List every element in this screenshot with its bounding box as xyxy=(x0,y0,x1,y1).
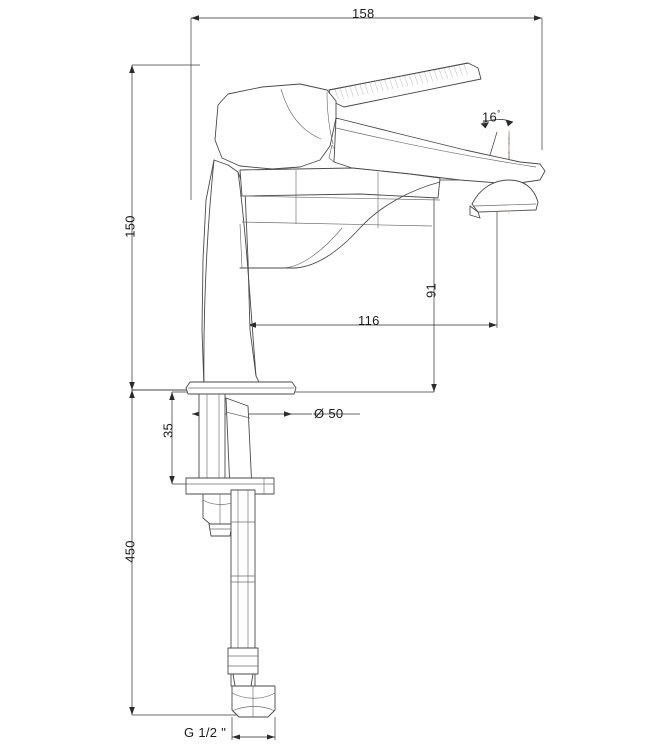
dimension-label-450: 450 xyxy=(122,540,138,563)
dimension-label-angle-16: 16° xyxy=(482,109,501,124)
faucet-body xyxy=(201,159,263,389)
washer-plate xyxy=(185,477,275,495)
dimension-label-116: 116 xyxy=(358,313,380,328)
dimension-label-150: 150 xyxy=(122,215,138,238)
angle-degree-symbol: ° xyxy=(497,109,501,118)
aerator xyxy=(469,179,539,219)
dimension-label-thread: G 1/2 " xyxy=(184,725,227,740)
body-front-panel xyxy=(239,167,441,269)
dimension-label-dia50: Ø 50 xyxy=(314,406,344,421)
mounting-shank xyxy=(198,393,253,491)
dimension-158 xyxy=(190,15,543,200)
dimension-label-35: 35 xyxy=(160,422,176,439)
dimension-label-158: 158 xyxy=(352,6,375,21)
supply-hose xyxy=(227,489,259,687)
dimension-116 xyxy=(247,200,498,382)
base-flange xyxy=(185,381,297,395)
lock-nut xyxy=(202,493,239,537)
dimension-thread xyxy=(231,717,276,740)
angle-value: 16 xyxy=(482,109,498,125)
lever-handle xyxy=(214,62,482,170)
hose-connector xyxy=(231,685,276,718)
dimension-label-91: 91 xyxy=(423,282,439,299)
spout-underside-curve xyxy=(239,181,441,269)
dimension-150 xyxy=(129,64,200,391)
